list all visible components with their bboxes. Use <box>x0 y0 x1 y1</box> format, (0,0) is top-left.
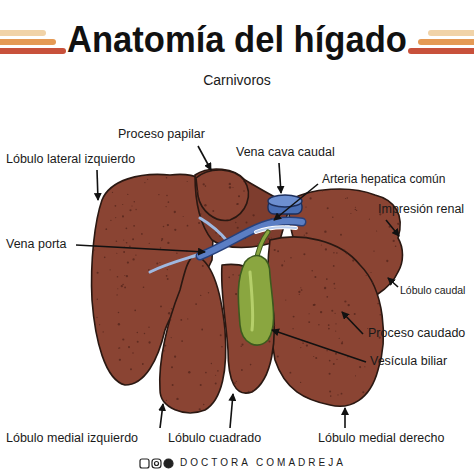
part-label: Impresión renal <box>378 202 464 217</box>
liver <box>92 169 403 413</box>
part-label: Proceso papilar <box>118 127 205 142</box>
liver-texture <box>87 164 410 413</box>
title: Anatomía del hígado <box>67 18 407 61</box>
part-label: Lóbulo cuadrado <box>168 431 261 446</box>
papillary-process <box>196 170 248 221</box>
watermark: DOCTORA COMADREJA <box>180 457 346 469</box>
part-label: Vesícula biliar <box>370 354 447 369</box>
social-icons <box>140 459 173 468</box>
part-label: Lóbulo caudal <box>400 284 465 297</box>
subtitle: Carnivoros <box>203 72 271 89</box>
leader-lines <box>76 146 399 428</box>
gallbladder <box>238 232 273 345</box>
right-medial-lobe <box>268 237 384 406</box>
part-label: Lóbulo lateral izquierdo <box>6 152 135 167</box>
part-label: Arteria hepatica común <box>322 172 445 186</box>
part-label: Vena porta <box>6 237 66 252</box>
part-label: Lóbulo medial derecho <box>318 431 444 446</box>
left-medial-lobe <box>160 255 226 413</box>
vessels <box>150 218 302 272</box>
part-label: Lóbulo medial izquierdo <box>6 431 138 446</box>
part-label: Proceso caudado <box>368 326 465 341</box>
part-label: Vena cava caudal <box>236 145 335 160</box>
